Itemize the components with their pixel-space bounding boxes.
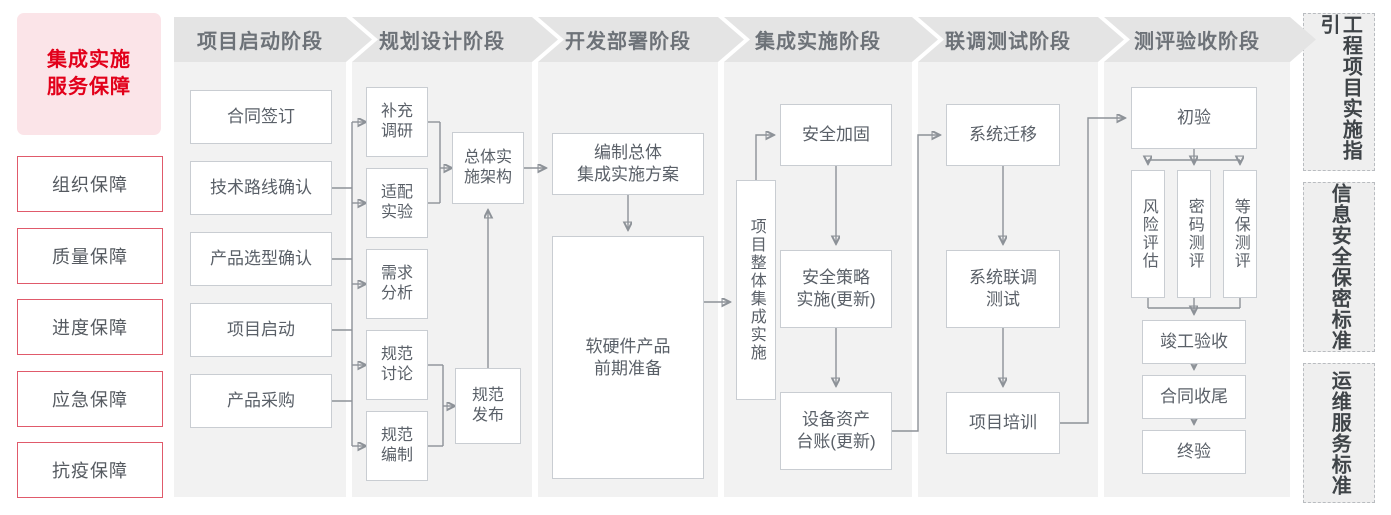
node-line-1: 软硬件产品 (585, 336, 671, 356)
guarantee-item-epidemic[interactable]: 抗疫保障 (17, 442, 163, 498)
node-spec-release[interactable]: 规范发布 (455, 368, 521, 444)
guarantee-item-organization[interactable]: 组织保障 (17, 156, 163, 212)
standard-operation-service[interactable]: 运维服务标准 (1303, 363, 1375, 503)
phase-header-3[interactable]: 开发部署阶段 (538, 17, 718, 62)
node-line-2: 发布 (471, 407, 504, 424)
lead-title-line2: 服务保障 (47, 76, 131, 98)
node-mlps-evaluation[interactable]: 等保测评 (1223, 170, 1257, 298)
node-password-evaluation[interactable]: 密码测评 (1177, 170, 1211, 298)
guarantee-item-schedule[interactable]: 进度保障 (17, 299, 163, 355)
node-line-1: 适配 (380, 183, 413, 201)
node-line-2: 前期准备 (594, 358, 662, 378)
node-line-2: 调研 (380, 123, 413, 140)
node-system-migration[interactable]: 系统迁移 (946, 104, 1060, 166)
node-line-1: 规范 (380, 426, 413, 444)
node-spec-discussion[interactable]: 规范讨论 (366, 330, 428, 400)
node-line-1: 规范 (380, 345, 413, 363)
node-adaptation-experiment[interactable]: 适配实验 (366, 168, 428, 238)
node-contract-closeout[interactable]: 合同收尾 (1142, 375, 1246, 419)
node-line-1: 补充 (380, 102, 413, 120)
node-risk-assessment[interactable]: 风险评估 (1131, 170, 1165, 298)
standard-information-security[interactable]: 信息安全保密标准 (1303, 182, 1375, 352)
node-hw-sw-product-preparation[interactable]: 软硬件产品前期准备 (552, 236, 704, 479)
node-final-acceptance[interactable]: 终验 (1142, 430, 1246, 474)
node-supplementary-research[interactable]: 补充调研 (366, 87, 428, 157)
guarantee-item-quality[interactable]: 质量保障 (17, 228, 163, 284)
node-line-2: 编制 (380, 447, 413, 464)
node-line-2: 分析 (380, 285, 413, 302)
node-security-hardening[interactable]: 安全加固 (780, 104, 892, 166)
guarantee-item-emergency[interactable]: 应急保障 (17, 371, 163, 427)
node-line-2: 台账(更新) (796, 432, 876, 451)
node-overall-project-integration[interactable]: 项目整体集成实施 (736, 180, 776, 400)
node-line-2: 集成实施方案 (577, 165, 679, 184)
node-requirement-analysis[interactable]: 需求分析 (366, 249, 428, 319)
node-product-selection-confirm[interactable]: 产品选型确认 (190, 232, 332, 286)
node-contract-signing[interactable]: 合同签订 (190, 90, 332, 144)
node-preliminary-acceptance[interactable]: 初验 (1131, 87, 1257, 149)
node-spec-drafting[interactable]: 规范编制 (366, 411, 428, 481)
node-line-1: 安全策略 (801, 268, 870, 288)
node-compile-overall-integration-plan[interactable]: 编制总体集成实施方案 (552, 133, 704, 195)
phase-header-5[interactable]: 联调测试阶段 (918, 17, 1098, 62)
node-line-2: 测试 (986, 290, 1020, 309)
node-project-kickoff[interactable]: 项目启动 (190, 303, 332, 357)
node-line-2: 施架构 (463, 169, 512, 186)
node-line-1: 需求 (380, 264, 413, 282)
node-security-policy-implementation[interactable]: 安全策略实施(更新) (780, 250, 892, 328)
lead-title-box: 集成实施 服务保障 (17, 13, 161, 135)
phase-header-4[interactable]: 集成实施阶段 (724, 17, 912, 62)
phase-header-2[interactable]: 规划设计阶段 (352, 17, 532, 62)
node-line-2: 实施(更新) (796, 290, 876, 309)
standard-engineering-project-guideline[interactable]: 工程项目实施指引 (1303, 13, 1375, 171)
node-equipment-asset-ledger[interactable]: 设备资产台账(更新) (780, 392, 892, 470)
node-project-training[interactable]: 项目培训 (946, 392, 1060, 454)
node-overall-implementation-architecture[interactable]: 总体实施架构 (452, 132, 524, 204)
node-line-1: 总体实 (463, 148, 512, 166)
node-product-procurement[interactable]: 产品采购 (190, 374, 332, 428)
node-tech-route-confirm[interactable]: 技术路线确认 (190, 161, 332, 215)
lead-title-line1: 集成实施 (47, 49, 131, 71)
node-system-joint-debug-test[interactable]: 系统联调测试 (946, 250, 1060, 328)
node-line-2: 讨论 (380, 366, 413, 383)
node-completion-acceptance[interactable]: 竣工验收 (1142, 320, 1246, 364)
node-line-1: 系统联调 (969, 268, 1037, 288)
node-line-1: 设备资产 (801, 410, 870, 430)
node-line-1: 规范 (471, 386, 504, 404)
node-line-1: 编制总体 (594, 143, 662, 163)
phase-header-1[interactable]: 项目启动阶段 (174, 17, 346, 62)
node-line-2: 实验 (380, 204, 413, 221)
phase-header-6[interactable]: 测评验收阶段 (1104, 17, 1290, 62)
